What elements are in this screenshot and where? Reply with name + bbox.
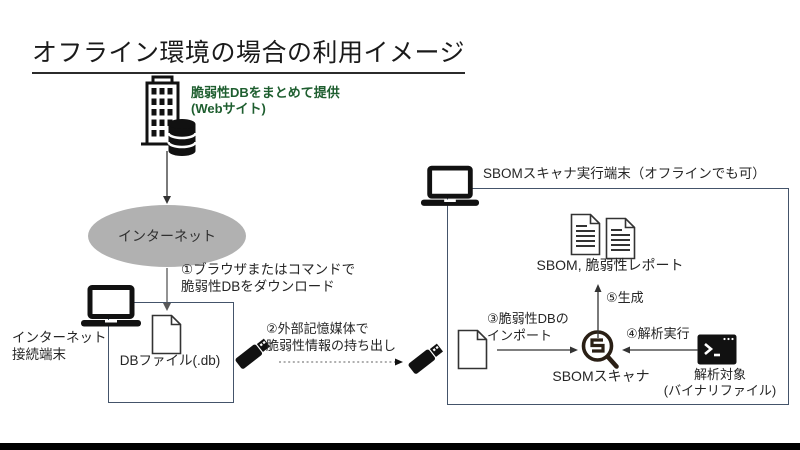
internet-terminal-label: インターネット 接続端末 <box>12 329 107 363</box>
step4-label: ④解析実行 <box>626 326 690 341</box>
analysis-target-line1: 解析対象 <box>693 367 746 382</box>
step3-label: ③脆弱性DBの インポート <box>487 311 569 344</box>
imported-db-document-icon <box>457 329 488 370</box>
page-title: オフライン環境の場合の利用イメージ <box>32 33 466 74</box>
provider-label-line2: (Webサイト) <box>191 101 266 116</box>
scanner-terminal-title: SBOMスキャナ実行端末（オフラインでも可） <box>483 166 766 181</box>
provider-label-line1: 脆弱性DBをまとめて提供 <box>191 85 340 100</box>
report-document-icon-1 <box>570 213 601 256</box>
arrow-usb-transfer <box>279 358 403 366</box>
database-icon <box>167 119 197 156</box>
step1-label: ①ブラウザまたはコマンドで 脆弱性DBをダウンロード <box>181 262 355 295</box>
internet-terminal-line1: インターネット <box>12 330 107 345</box>
provider-label: 脆弱性DBをまとめて提供 (Webサイト) <box>191 85 340 117</box>
internet-label: インターネット <box>118 228 216 244</box>
terminal-window-icon <box>697 334 737 365</box>
step3-line2: インポート <box>487 327 553 343</box>
report-document-icon-2 <box>605 217 636 260</box>
reports-label: SBOM, 脆弱性レポート <box>536 257 684 273</box>
sbom-scanner-terminal-box <box>447 188 789 405</box>
scanner-label: SBOMスキャナ <box>552 368 650 384</box>
internet-terminal-line2: 接続端末 <box>12 347 66 362</box>
bottom-letterbox-bar <box>0 443 800 450</box>
vuln-db-provider-figure <box>139 74 201 160</box>
step5-label: ⑤生成 <box>606 290 644 305</box>
step1-line1: ①ブラウザまたはコマンドで <box>181 262 356 277</box>
internet-terminal-box <box>108 302 234 403</box>
db-file-label: DBファイル(.db) <box>119 353 221 368</box>
step2-line1: ②外部記憶媒体で <box>266 321 369 336</box>
analysis-target-label: 解析対象 (バイナリファイル) <box>640 367 800 398</box>
step2-line2: 脆弱性情報の持ち出し <box>266 337 397 353</box>
laptop-icon-right <box>420 165 480 208</box>
sbom-scanner-logo <box>578 327 622 373</box>
step1-line2: 脆弱性DBをダウンロード <box>181 278 335 294</box>
analysis-target-line2: (バイナリファイル) <box>663 382 777 398</box>
usb-drive-icon-right <box>401 331 453 383</box>
step2-label: ②外部記憶媒体で 脆弱性情報の持ち出し <box>266 321 396 354</box>
internet-cloud: インターネット <box>88 205 246 267</box>
usb-drive-icon-left <box>228 326 280 378</box>
laptop-icon-left <box>80 285 142 328</box>
db-file-document-icon <box>151 314 182 355</box>
step3-line1: ③脆弱性DBの <box>487 311 569 326</box>
